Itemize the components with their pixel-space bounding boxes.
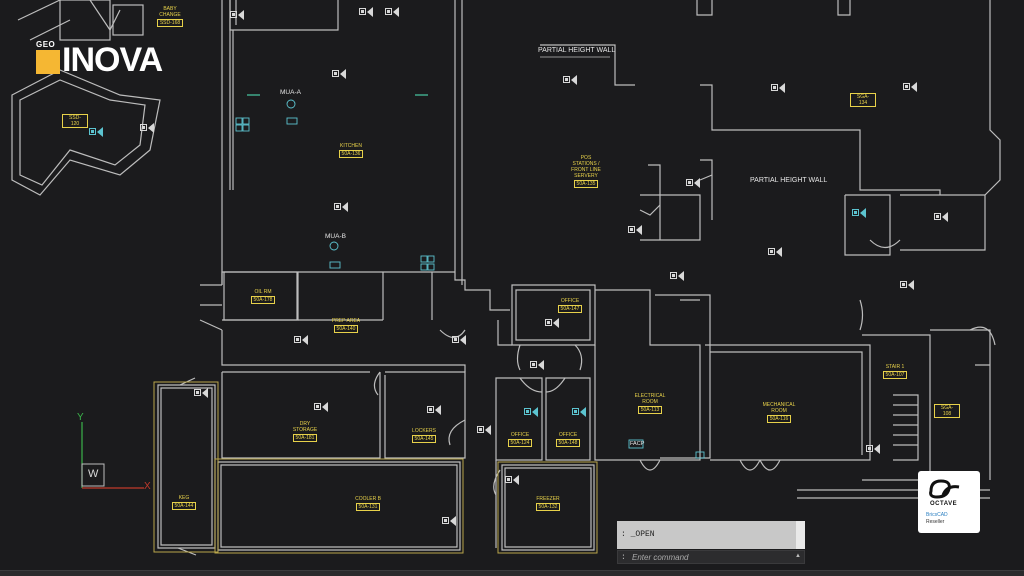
camera-icon[interactable] bbox=[670, 271, 684, 281]
octave-logo-icon bbox=[929, 479, 960, 499]
camera-icon[interactable] bbox=[900, 280, 914, 290]
camera-icon[interactable] bbox=[359, 7, 373, 17]
camera-icon[interactable] bbox=[545, 318, 559, 328]
camera-icon[interactable] bbox=[194, 388, 208, 398]
room-sga-134: SGA-134 bbox=[850, 92, 876, 107]
camera-icon[interactable] bbox=[903, 82, 917, 92]
camera-icon[interactable] bbox=[686, 178, 700, 188]
camera-icon[interactable] bbox=[452, 335, 466, 345]
camera-icon[interactable] bbox=[572, 407, 586, 417]
ucs-x-label: X bbox=[144, 481, 151, 492]
partial-height-wall-note: PARTIAL HEIGHT WALL bbox=[750, 177, 828, 184]
camera-icon[interactable] bbox=[505, 475, 519, 485]
camera-icon[interactable] bbox=[332, 69, 346, 79]
geoinova-logo: GEO INOVA bbox=[36, 40, 163, 79]
camera-icon[interactable] bbox=[563, 75, 577, 85]
room-ssd-120: SSD-120 bbox=[62, 113, 88, 128]
mua-a-label: MUA-A bbox=[280, 89, 301, 96]
mua-b-label: MUA-B bbox=[325, 233, 346, 240]
facp-label: FACP bbox=[630, 441, 645, 447]
status-bar bbox=[0, 570, 1024, 576]
camera-icon[interactable] bbox=[866, 444, 880, 454]
brand-square-icon bbox=[36, 50, 60, 74]
camera-icon[interactable] bbox=[768, 247, 782, 257]
camera-icon[interactable] bbox=[334, 202, 348, 212]
command-line[interactable]: : ▲ bbox=[617, 550, 805, 564]
octave-reseller-badge: OCTAVE BricsCAD Reseller bbox=[918, 471, 980, 533]
camera-icon[interactable] bbox=[628, 225, 642, 235]
camera-icon[interactable] bbox=[934, 212, 948, 222]
camera-icon[interactable] bbox=[427, 405, 441, 415]
partial-height-wall-note: PARTIAL HEIGHT WALL bbox=[538, 47, 616, 54]
command-history-scrollbar[interactable] bbox=[796, 521, 805, 549]
camera-icon[interactable] bbox=[852, 208, 866, 218]
room-sga-108: SGA-108 bbox=[934, 403, 960, 418]
camera-icon[interactable] bbox=[530, 360, 544, 370]
camera-icon[interactable] bbox=[771, 83, 785, 93]
command-input[interactable] bbox=[632, 552, 792, 563]
camera-icon[interactable] bbox=[230, 10, 244, 20]
camera-icon[interactable] bbox=[314, 402, 328, 412]
ucs-w-label: W bbox=[88, 468, 99, 480]
history-arrow-icon[interactable]: ▲ bbox=[795, 553, 801, 559]
ucs-icon: Y X W bbox=[74, 412, 158, 492]
camera-icon[interactable] bbox=[294, 335, 308, 345]
command-history-panel: : _OPEN bbox=[617, 521, 805, 549]
ucs-y-label: Y bbox=[77, 412, 84, 423]
command-history-line: : _OPEN bbox=[621, 530, 655, 539]
camera-icon[interactable] bbox=[89, 127, 103, 137]
camera-icon[interactable] bbox=[140, 123, 154, 133]
camera-icon[interactable] bbox=[442, 516, 456, 526]
command-prompt: : bbox=[621, 553, 626, 562]
camera-icon[interactable] bbox=[477, 425, 491, 435]
camera-icon[interactable] bbox=[524, 407, 538, 417]
camera-icon[interactable] bbox=[385, 7, 399, 17]
